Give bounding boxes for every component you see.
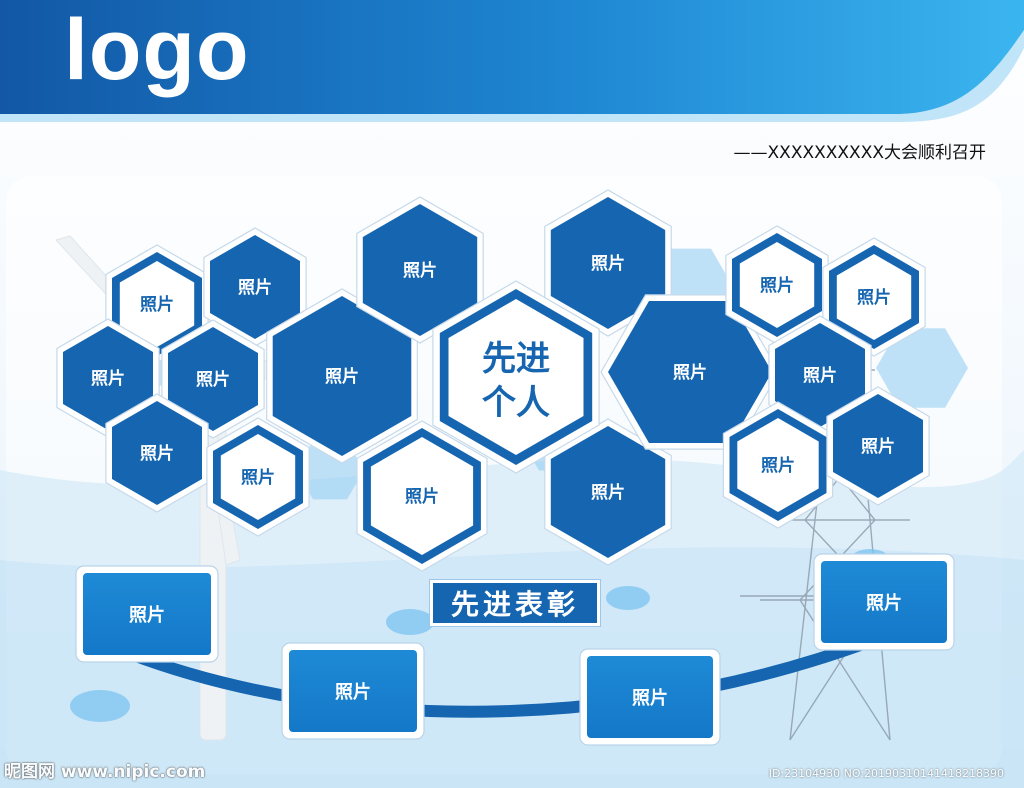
photo-card: 照片 xyxy=(813,553,955,651)
photo-label: 照片 xyxy=(632,687,668,709)
photo-label: 照片 xyxy=(591,253,625,274)
photo-hexagon: 照片 xyxy=(822,237,926,357)
photo-label: 照片 xyxy=(325,366,359,387)
header-curve xyxy=(0,30,1024,122)
photo-label: 照片 xyxy=(803,365,837,386)
photo-hexagon: 照片 xyxy=(768,315,872,435)
photo-card: 照片 xyxy=(281,642,425,740)
photo-hexagon: 照片 xyxy=(356,420,488,572)
bottom-photo-cards: 照片照片照片照片 xyxy=(75,553,955,746)
hexagon-photo-grid: 照片照片照片照片照片照片照片照片照片照片照片照片照片照片照片照片照片先进个人 xyxy=(56,189,930,572)
photo-label: 照片 xyxy=(241,467,275,488)
photo-hexagon: 照片 xyxy=(826,386,930,506)
photo-label: 照片 xyxy=(238,277,272,298)
photo-hexagon: 照片 xyxy=(722,401,834,529)
watermark-id: ID:23104930 NO:20190310141418218390 xyxy=(768,767,1004,780)
photo-label: 照片 xyxy=(129,604,165,626)
arc-line xyxy=(114,624,906,718)
photo-hexagon: 照片 xyxy=(356,196,484,344)
header-band xyxy=(0,0,1024,114)
watermark-site: 昵图网 www.nipic.com xyxy=(4,762,206,782)
photo-label: 照片 xyxy=(761,455,795,476)
wave-2 xyxy=(0,547,1024,788)
photo-label: 照片 xyxy=(196,369,230,390)
photo-label: 照片 xyxy=(861,436,895,457)
meeting-subtitle: ——XXXXXXXXXX大会顺利召开 xyxy=(733,143,986,163)
center-title-line1: 先进 xyxy=(482,339,550,379)
photo-label: 照片 xyxy=(673,362,707,383)
photo-hexagon: 照片 xyxy=(203,227,307,347)
photo-label: 照片 xyxy=(140,443,174,464)
photo-hexagon: 照片 xyxy=(266,288,418,464)
photo-label: 照片 xyxy=(335,681,371,703)
photo-hexagon: 照片 xyxy=(206,417,310,537)
center-title-line2: 个人 xyxy=(482,383,550,423)
photo-hexagon: 照片 xyxy=(600,294,780,450)
photo-card: 照片 xyxy=(579,648,721,746)
photo-hexagon: 照片 xyxy=(161,319,265,439)
photo-hexagon: 照片 xyxy=(544,189,672,337)
photo-label: 照片 xyxy=(857,287,891,308)
decor-hexagon xyxy=(876,328,968,408)
photo-hexagon: 照片 xyxy=(105,393,209,513)
photo-label: 照片 xyxy=(760,275,794,296)
photo-label: 照片 xyxy=(866,592,902,614)
logo-text: logo xyxy=(64,2,250,98)
banner-title: 先进表彰 xyxy=(430,580,600,626)
photo-hexagon: 照片 xyxy=(725,225,829,345)
photo-label: 照片 xyxy=(591,482,625,503)
photo-label: 照片 xyxy=(405,486,439,507)
photo-card: 照片 xyxy=(75,565,219,663)
photo-label: 照片 xyxy=(91,368,125,389)
photo-hexagon: 照片 xyxy=(544,418,672,566)
photo-label: 照片 xyxy=(140,294,174,315)
photo-label: 照片 xyxy=(403,260,437,281)
